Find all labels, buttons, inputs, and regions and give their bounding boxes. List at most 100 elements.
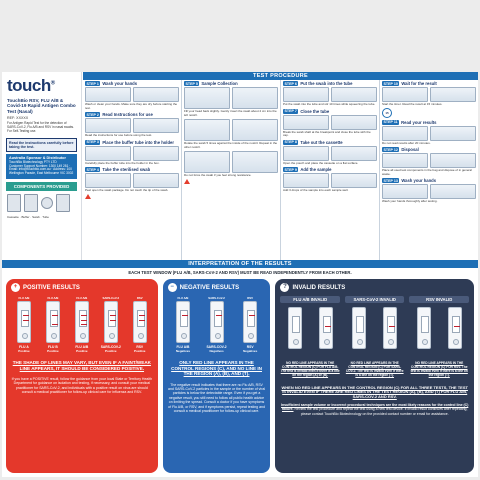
components-title: COMPONENTS PROVIDED: [6, 181, 77, 191]
step-name: Disposal: [401, 147, 419, 153]
step-text: Do not force the swab if you feel strong…: [184, 173, 252, 178]
cassette-top-label: FLU A/B: [177, 296, 189, 300]
result-window: [387, 316, 396, 333]
cassette-top-label: RSV: [247, 296, 254, 300]
cassette-body: [318, 307, 333, 349]
sample-well: [137, 333, 144, 339]
step-number: STEP 1: [85, 81, 101, 86]
supplier-title: Australia Sponsor & Distributor: [9, 155, 66, 160]
invalid-set-note: NO RED LINE APPEARS IN THE CONTROL REGIO…: [345, 361, 404, 377]
timer-row: 15 min: [382, 107, 476, 123]
illustration-image: [85, 118, 131, 134]
cassette-top-label: SARS-CoV-2: [208, 296, 225, 300]
minus-icon: −: [167, 283, 177, 292]
caution-row: [184, 178, 278, 184]
result-window: [247, 310, 256, 327]
interpretation-title: INTERPRETATION OF THE RESULTS: [2, 260, 478, 268]
step-text: Do not read results after 20 minutes.: [382, 140, 431, 145]
step-name: Read Instructions for use: [102, 112, 153, 118]
invalid-cassettes: [280, 306, 340, 355]
illustration-image: [430, 184, 476, 200]
plus-icon: +: [11, 283, 20, 292]
step-illustration: [283, 87, 377, 102]
step-name: Put the swab into the tube: [300, 81, 353, 86]
ref-number: REF: XXXXX: [7, 116, 29, 121]
cassette-body: [74, 301, 89, 343]
invalid-cassette: [376, 306, 405, 355]
step-number: STEP 6: [283, 81, 299, 86]
illustration-image: [85, 87, 131, 102]
illustration-image: [283, 145, 329, 161]
step-name: Take the sterilised swab: [102, 167, 151, 173]
procedure-columns: STEP 1 Wash your hands Wash or clean your …: [83, 80, 478, 260]
supplier-box: Australia Sponsor & Distributor TouchBio…: [6, 153, 77, 179]
result-window: [451, 316, 460, 333]
illustration-image: [184, 151, 230, 174]
illustration-image: [430, 87, 476, 102]
cassette-top-label: SARS-CoV-2: [102, 296, 120, 300]
step-name: Wash your hands: [401, 178, 437, 184]
tube-icon: [41, 196, 53, 209]
red-line: [22, 315, 29, 316]
step-number: STEP 5: [184, 81, 200, 86]
sample-well: [79, 333, 86, 339]
step-text: Put the swab into the tube and stir 10 t…: [283, 102, 376, 106]
positive-shade-note: THE SHADE OF LINES MAY VARY, BUT EVEN IF…: [12, 360, 151, 371]
illustration-image: [184, 87, 230, 109]
step-name: Take out the cassette: [300, 139, 343, 145]
illustration-image: [430, 153, 476, 169]
invalid-cassettes: [409, 306, 469, 355]
step-illustration: [283, 145, 377, 161]
step-text: Peel open the swab package. Do not touch…: [85, 188, 169, 193]
sample-well: [323, 339, 330, 345]
red-line: [51, 324, 58, 325]
step-illustration: [184, 119, 278, 142]
red-line: [138, 315, 145, 316]
red-line: [22, 320, 29, 321]
cassette-body: [287, 307, 302, 349]
invalid-set-note: NO RED LINE APPEARS IN THE CONTROL REGIO…: [280, 361, 340, 377]
illustration-image: [283, 114, 329, 130]
illustration-image: [382, 125, 428, 141]
red-line: [181, 315, 188, 316]
result-window: [420, 316, 429, 333]
step-name: Read your results: [401, 119, 437, 125]
independent-read-note: EACH TEST WINDOW (FLU A/B, SARS-CoV-2 AN…: [128, 270, 352, 275]
step-text: Add 3 drops of the sample into each samp…: [283, 188, 349, 193]
step-number: STEP 2: [85, 112, 101, 118]
buffer-icon: [24, 193, 38, 212]
cassette-top-label: FLU A/B: [76, 296, 88, 300]
cassette-body: [209, 301, 224, 343]
invalid-set-title: RSV INVALID: [409, 296, 469, 303]
positive-header: + POSITIVE RESULTS: [11, 283, 153, 292]
step-text: Break the swab shaft at the breakpoint a…: [283, 129, 371, 138]
sample-well: [421, 339, 428, 345]
step-number: STEP 12: [382, 147, 400, 153]
negative-guidance: The negative result indicates that there…: [168, 382, 266, 413]
read-instructions-warning: Read the instructions carefully before t…: [6, 137, 77, 152]
step-text: Wash or clean your hands. Make sure they…: [85, 102, 178, 110]
result-window: [356, 316, 365, 333]
question-icon: ?: [280, 283, 290, 292]
cassette-body: [243, 301, 258, 343]
cassette-top-label: FLU A/B: [47, 296, 59, 300]
